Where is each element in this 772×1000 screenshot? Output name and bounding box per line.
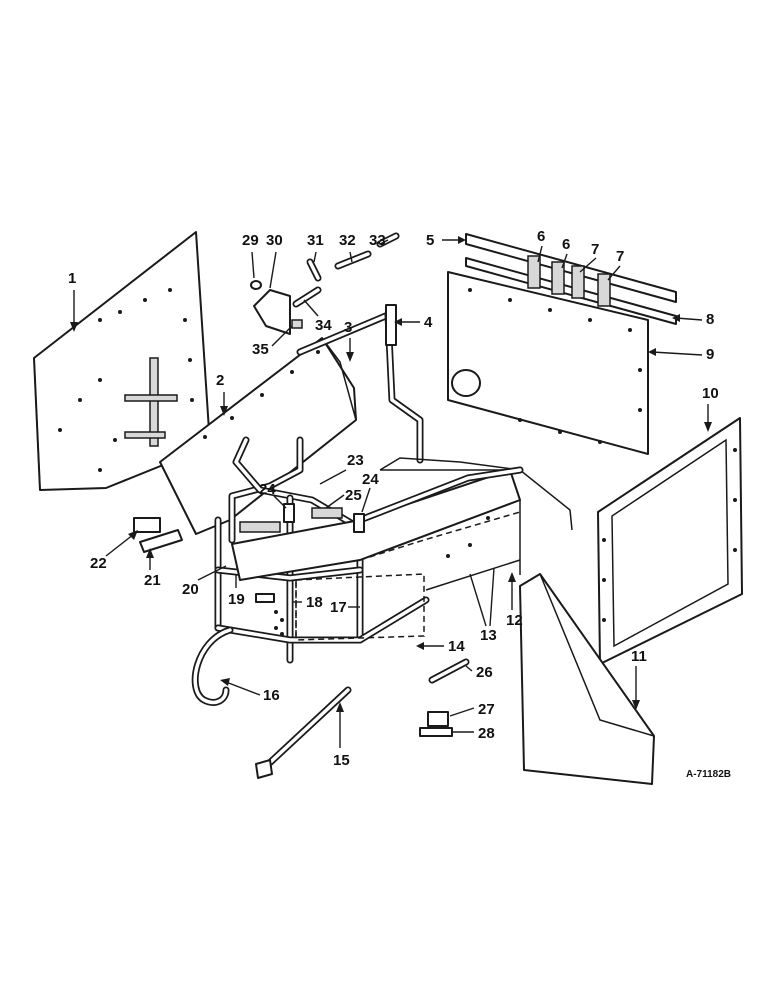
leader-lines bbox=[70, 236, 712, 748]
callout-31: 31 bbox=[307, 232, 324, 249]
callout-7b: 7 bbox=[616, 248, 624, 265]
shroud-2 bbox=[159, 337, 357, 535]
callout-28: 28 bbox=[478, 725, 495, 742]
rear-panel-9 bbox=[447, 271, 649, 455]
callout-2: 2 bbox=[216, 372, 224, 389]
callout-24a: 24 bbox=[259, 481, 276, 498]
callout-27: 27 bbox=[478, 701, 495, 718]
callout-9: 9 bbox=[706, 346, 714, 363]
callout-34: 34 bbox=[315, 317, 332, 334]
callout-20: 20 bbox=[182, 581, 199, 598]
callout-8: 8 bbox=[706, 311, 714, 328]
callout-19: 19 bbox=[228, 591, 245, 608]
callout-labels: 1 2 3 4 5 6 6 7 7 8 9 10 11 12 13 14 15 … bbox=[68, 228, 731, 780]
callout-13: 13 bbox=[480, 627, 497, 644]
callout-33: 33 bbox=[369, 232, 386, 249]
callout-30: 30 bbox=[266, 232, 283, 249]
callout-32: 32 bbox=[339, 232, 356, 249]
gusset-11 bbox=[519, 573, 655, 785]
callout-7a: 7 bbox=[591, 241, 599, 258]
callout-10: 10 bbox=[702, 385, 719, 402]
callout-3: 3 bbox=[344, 319, 352, 336]
callout-16: 16 bbox=[263, 687, 280, 704]
callout-24b: 24 bbox=[362, 471, 379, 488]
callout-12: 12 bbox=[506, 612, 523, 629]
main-frame bbox=[214, 436, 573, 664]
loose-parts bbox=[133, 517, 470, 779]
callout-35: 35 bbox=[252, 341, 269, 358]
callout-25: 25 bbox=[345, 487, 362, 504]
callout-29: 29 bbox=[242, 232, 259, 249]
callout-21: 21 bbox=[144, 572, 161, 589]
callout-26: 26 bbox=[476, 664, 493, 681]
rail-assembly-5-8 bbox=[465, 233, 677, 325]
callout-5: 5 bbox=[426, 232, 434, 249]
frame-panel-10 bbox=[597, 417, 743, 665]
side-panel-1 bbox=[33, 231, 211, 491]
hardware-29-35 bbox=[250, 232, 400, 335]
rail-3 bbox=[296, 304, 424, 464]
callout-11: 11 bbox=[631, 648, 647, 665]
drawing-number: A-71182B bbox=[686, 769, 731, 780]
callout-23: 23 bbox=[347, 452, 364, 469]
callout-14: 14 bbox=[448, 638, 465, 655]
callout-6b: 6 bbox=[562, 236, 570, 253]
callout-4: 4 bbox=[424, 314, 433, 331]
callout-22: 22 bbox=[90, 555, 107, 572]
callout-6a: 6 bbox=[537, 228, 545, 245]
callout-1: 1 bbox=[68, 270, 76, 287]
callout-18: 18 bbox=[306, 594, 323, 611]
callout-15: 15 bbox=[333, 752, 350, 769]
callout-17: 17 bbox=[330, 599, 347, 616]
